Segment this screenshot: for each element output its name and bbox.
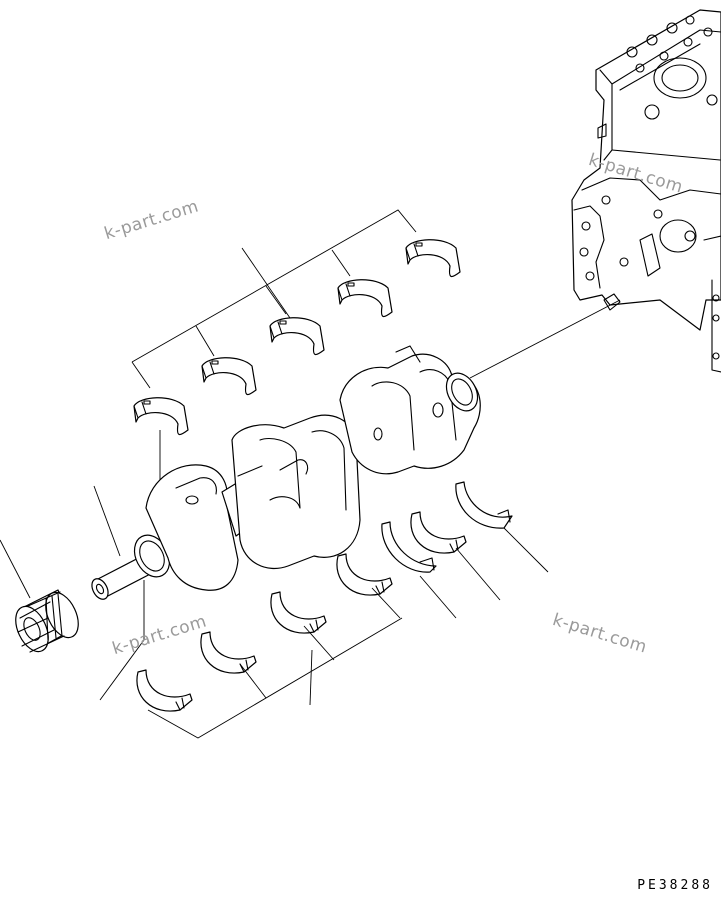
main-bearing-shell bbox=[410, 511, 467, 554]
crankshaft-gear bbox=[15, 589, 79, 653]
main-bearing-shell bbox=[336, 553, 393, 596]
main-bearing-shell bbox=[200, 631, 257, 674]
drawing-number: PE38288 bbox=[637, 878, 713, 893]
main-bearing-shell bbox=[337, 279, 393, 318]
upper-main-bearings bbox=[133, 239, 461, 436]
lower-main-bearings bbox=[136, 511, 467, 712]
lower-bearing-leaders bbox=[0, 485, 549, 739]
main-bearing-shell bbox=[201, 357, 257, 396]
thrust-washer bbox=[381, 521, 437, 573]
main-bearing-shell bbox=[133, 397, 189, 436]
thrust-washer bbox=[455, 481, 513, 529]
crankshaft bbox=[91, 345, 481, 600]
crank-axis-line bbox=[469, 299, 621, 379]
main-bearing-shell bbox=[270, 591, 327, 634]
main-bearing-shell bbox=[136, 669, 193, 712]
cylinder-block bbox=[571, 9, 721, 373]
main-bearing-shell bbox=[405, 239, 461, 278]
thrust-washers bbox=[381, 481, 513, 573]
main-bearing-shell bbox=[269, 317, 325, 356]
